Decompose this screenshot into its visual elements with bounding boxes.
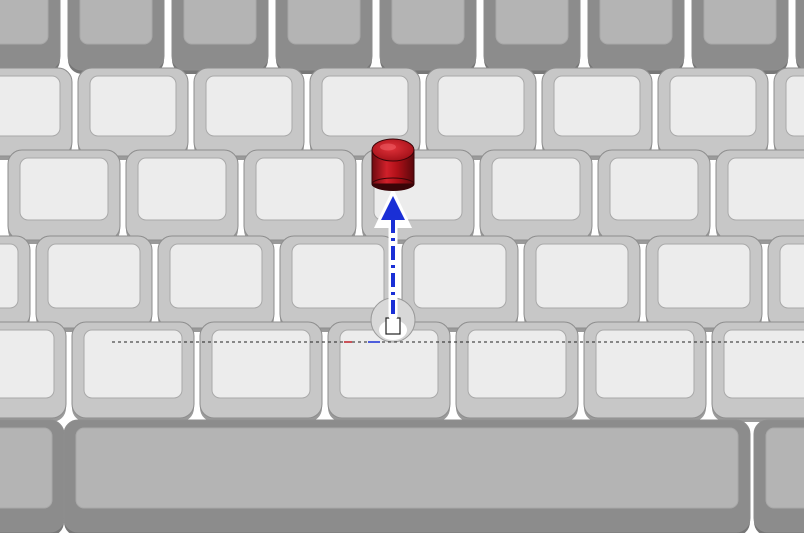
keycap-top <box>610 158 698 220</box>
key-row4 <box>158 236 274 332</box>
key-row4 <box>0 236 30 332</box>
key-row3 <box>598 150 710 244</box>
keycap-top <box>206 76 292 136</box>
key-row2 <box>658 68 768 160</box>
key-right-modifier <box>754 420 804 533</box>
trackpoint-highlight <box>380 144 396 151</box>
keycap-top <box>292 244 384 308</box>
key-row2 <box>774 68 804 160</box>
keycap-top <box>48 244 140 308</box>
key-row4 <box>36 236 152 332</box>
key-row2 <box>542 68 652 160</box>
key-row4 <box>646 236 762 332</box>
key-row1 <box>796 0 804 74</box>
key-row3 <box>716 150 804 244</box>
keycap-top <box>496 0 568 44</box>
key-row2 <box>426 68 536 160</box>
keycap-top <box>600 0 672 44</box>
key-row5 <box>456 322 578 422</box>
keycap-top <box>76 428 738 508</box>
key-row3 <box>244 150 356 244</box>
keycap-top <box>596 330 694 398</box>
key-row2 <box>0 68 72 160</box>
key-row1 <box>172 0 268 74</box>
trackpoint-icon <box>372 139 414 191</box>
keycap-top <box>322 76 408 136</box>
key-row5 <box>200 322 322 422</box>
key-row1 <box>276 0 372 74</box>
key-row1 <box>588 0 684 74</box>
keycap-top <box>138 158 226 220</box>
keycap-top <box>184 0 256 44</box>
key-row1 <box>484 0 580 74</box>
keycap-top <box>392 0 464 44</box>
keycap-top <box>0 330 54 398</box>
key-row2 <box>78 68 188 160</box>
keycap-top <box>0 428 52 508</box>
keycap-top <box>0 244 18 308</box>
keycap-top <box>554 76 640 136</box>
key-row3 <box>126 150 238 244</box>
key-row4 <box>402 236 518 332</box>
key-row1 <box>68 0 164 74</box>
keycap-top <box>670 76 756 136</box>
keycap-top <box>728 158 804 220</box>
key-row5 <box>712 322 804 422</box>
keycap-top <box>492 158 580 220</box>
keycap-top <box>212 330 310 398</box>
keycap-top <box>256 158 344 220</box>
key-row2 <box>194 68 304 160</box>
keycap-top <box>724 330 804 398</box>
key-row4 <box>524 236 640 332</box>
keycap-top <box>80 0 152 44</box>
key-row3 <box>8 150 120 244</box>
key-row1 <box>0 0 60 74</box>
key-row1 <box>692 0 788 74</box>
keycap-top <box>170 244 262 308</box>
trackpoint-top <box>372 139 414 161</box>
keycap-top <box>438 76 524 136</box>
spacebar-key <box>64 420 750 533</box>
key-row5 <box>72 322 194 422</box>
key-left-modifier <box>0 420 64 533</box>
key-row1 <box>380 0 476 74</box>
keycap-top <box>536 244 628 308</box>
keycap-top <box>704 0 776 44</box>
key-row4 <box>768 236 804 332</box>
keycap-top <box>786 76 804 136</box>
keycap-top <box>658 244 750 308</box>
key-row3 <box>480 150 592 244</box>
keycap-top <box>468 330 566 398</box>
key-row5 <box>584 322 706 422</box>
keycap-top <box>288 0 360 44</box>
keycap-body <box>796 0 804 70</box>
keycap-top <box>84 330 182 398</box>
keycap-top <box>0 76 60 136</box>
key-row5 <box>0 322 66 422</box>
keycap-top <box>20 158 108 220</box>
keycap-top <box>0 0 48 44</box>
keycap-top <box>414 244 506 308</box>
keycap-top <box>90 76 176 136</box>
keycap-top <box>766 428 804 508</box>
keycap-top <box>780 244 804 308</box>
